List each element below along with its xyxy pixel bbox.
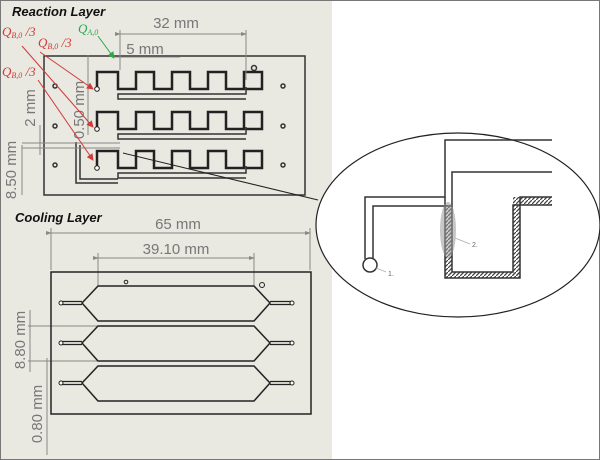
serpentine-channel bbox=[95, 110, 264, 131]
cooling-dimensions bbox=[28, 228, 311, 455]
detail-callout bbox=[315, 132, 600, 318]
cooling-port bbox=[58, 340, 64, 346]
dim-8-80mm: 8.80 mm bbox=[12, 311, 29, 369]
detail-view bbox=[362, 139, 552, 279]
cooling-channel bbox=[80, 325, 272, 362]
dim-0-80mm: 0.80 mm bbox=[29, 385, 46, 443]
outlet-channel bbox=[117, 127, 247, 140]
outlet-manifold bbox=[75, 142, 118, 184]
cooling-port bbox=[289, 340, 295, 346]
flow-b-label-3: QB,0 /3 bbox=[2, 64, 36, 80]
inlet-port bbox=[94, 126, 100, 132]
cooling-channels bbox=[58, 285, 295, 402]
cooling-channel bbox=[80, 365, 272, 402]
flow-b-label-1: QB,0 /3 bbox=[2, 24, 36, 40]
dim-8-50mm: 8.50 mm bbox=[3, 141, 20, 199]
inlet-port bbox=[94, 165, 100, 171]
cooling-layer-title: Cooling Layer bbox=[15, 210, 103, 225]
cooling-port bbox=[289, 300, 295, 306]
cooling-port bbox=[58, 380, 64, 386]
cooling-port bbox=[58, 300, 64, 306]
left-panel bbox=[0, 0, 332, 460]
dim-32mm: 32 mm bbox=[153, 15, 199, 32]
dim-39-10mm: 39.10 mm bbox=[143, 241, 210, 258]
reaction-layer-title: Reaction Layer bbox=[12, 4, 106, 19]
serpentine-channel bbox=[95, 70, 264, 91]
flow-b-label-2: QB,0 /3 bbox=[38, 35, 72, 51]
cooling-plate bbox=[50, 271, 312, 415]
cooling-channel bbox=[80, 285, 272, 322]
detail-label-2: 2. bbox=[472, 242, 478, 249]
inlet-port bbox=[94, 86, 100, 92]
serpentine-channel bbox=[95, 149, 264, 170]
outlet-channel bbox=[117, 87, 247, 100]
outlet-channel bbox=[117, 166, 247, 179]
dim-0-50mm: 0.50 mm bbox=[71, 81, 88, 139]
flow-a-label: QA,0 bbox=[78, 21, 98, 37]
reaction-plate bbox=[43, 55, 306, 196]
cooling-port-stub bbox=[62, 300, 291, 306]
callout-leader bbox=[122, 152, 319, 201]
cooling-port-stub bbox=[62, 380, 291, 386]
dim-2mm: 2 mm bbox=[22, 89, 39, 127]
reaction-dimensions bbox=[21, 30, 247, 195]
serpentine-channels bbox=[75, 70, 264, 184]
flow-arrows bbox=[21, 35, 115, 161]
detail-label-1: 1. bbox=[388, 271, 394, 278]
dim-5mm: 5 mm bbox=[126, 41, 164, 58]
cooling-port-stub bbox=[62, 340, 291, 346]
dim-65mm: 65 mm bbox=[155, 216, 201, 233]
flow-labels: QB,0 /3 QB,0 /3 QB,0 /3 QA,0 bbox=[2, 21, 98, 80]
cooling-port bbox=[289, 380, 295, 386]
highlight-region bbox=[440, 202, 456, 258]
